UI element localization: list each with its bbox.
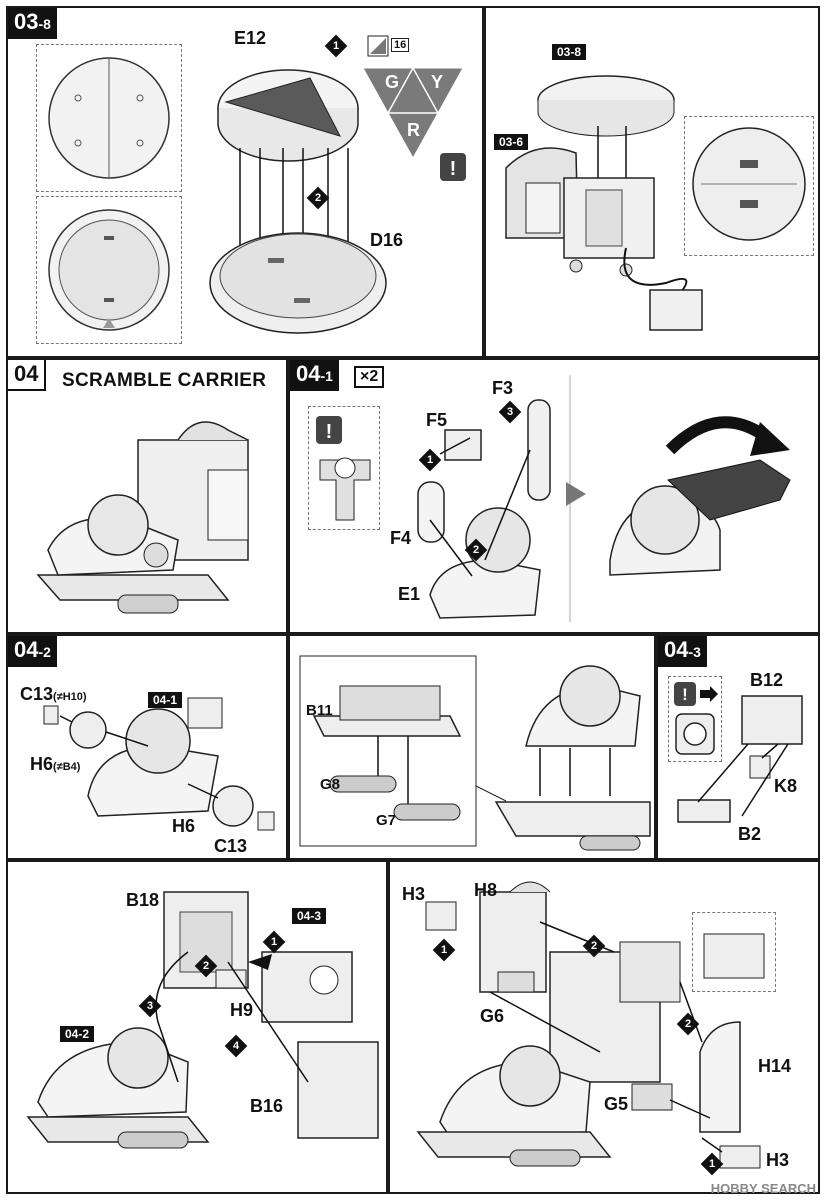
part-label-d16: D16 [370,230,404,250]
panel-04-1: 04-1 ×2 ! F3 F5 F4 E1 1 2 [288,358,820,634]
ref-tag-04-1: 04-1 [148,692,183,708]
panel-04-3: 04-3 ! B12 K8 B2 [656,634,820,860]
part-label-c13-bottom: C13 [214,836,248,856]
part-label-h3-bottom: H3 [766,1150,790,1170]
part-label-f4: F4 [390,528,412,548]
assembly-04-3-drawing: ! [674,682,803,823]
part-label-h8: H8 [474,880,498,900]
part-label-c13-top: C13(≠H10) [20,684,87,704]
scramble-carrier-drawing [36,421,249,614]
svg-text:!: ! [450,158,457,180]
part-label-h6-right: H6 [172,816,196,836]
assembly-04-1-drawing: ! [316,375,791,622]
part-label-f3: F3 [492,378,514,398]
part-label-h14: H14 [758,1056,792,1076]
assembly-04-4-drawing [26,891,379,1149]
multiplier-label: ×2 [354,366,385,388]
panel-04-4: 04-3 04-2 B18 H9 B16 1 2 3 4 [6,860,388,1194]
assembly-04-5-drawing [416,881,765,1169]
panel-03-8: 03-8 [6,6,484,358]
part-label-g7: G7 [376,812,397,829]
step-number: 03 [14,9,39,34]
ref-tag-04-2: 04-2 [60,1026,95,1042]
ref-tag-04-3: 04-3 [292,908,327,924]
step-tag-04-1: 04-1 [290,360,339,391]
seal-number: 16 [391,38,410,52]
part-label-b16: B16 [250,1096,284,1116]
part-label-f5: F5 [426,410,448,430]
watermark: HOBBY SEARCH [710,1181,816,1196]
inset-warning [668,676,722,762]
inset-warning [308,406,380,530]
part-label-k8: K8 [774,776,798,796]
color-y-label: Y [431,72,444,92]
inset-top-view [36,44,182,192]
part-e12-drawing: ! [48,35,466,334]
assembly-03-drawing [505,75,806,331]
part-label-b12: B12 [750,670,784,690]
step-tag-04-3: 04-3 [658,636,707,667]
panel-04-5: H3 H8 G6 G5 H14 H3 1 2 2 1 [388,860,820,1194]
inset-base-view [36,196,182,344]
part-label-g5: G5 [604,1094,629,1114]
ref-tag-03-8: 03-8 [552,44,587,60]
panel-04-2-tracks: B11 G8 G7 [288,634,656,860]
step-tag-03-8: 03-8 [8,8,57,39]
color-g-label: G [385,72,400,92]
step-tag-04: 04 [8,360,47,391]
panel-title: SCRAMBLE CARRIER [62,370,267,391]
part-label-h9: H9 [230,1000,254,1020]
color-r-label: R [407,120,420,140]
part-label-h6-left: H6(≠B4) [30,754,81,774]
part-label-b2: B2 [738,824,762,844]
part-label-g8: G8 [320,776,341,793]
step-tag-04-2: 04-2 [8,636,57,667]
part-label-b11: B11 [306,702,333,719]
step-sub: -8 [38,16,51,32]
panel-04-2: 04-2 04-1 C13(≠H10) H6(≠B4) H6 C13 [6,634,288,860]
part-label-e12: E12 [234,28,267,48]
assembly-04-2-drawing [43,697,275,831]
assembly-tracks-drawing [299,655,651,851]
panel-03-8-assembly: 03-8 03-6 [484,6,820,358]
part-label-g6: G6 [480,1006,505,1026]
part-label-e1: E1 [398,584,421,604]
inset-detail-view [684,116,814,256]
inset-detail [692,912,776,992]
svg-text:!: ! [326,421,333,443]
panel-04: 04 SCRAMBLE CARRIER [6,358,288,634]
part-label-h3-top: H3 [402,884,426,904]
svg-text:!: ! [682,685,688,704]
ref-tag-03-6: 03-6 [494,134,529,150]
part-label-b18: B18 [126,890,160,910]
